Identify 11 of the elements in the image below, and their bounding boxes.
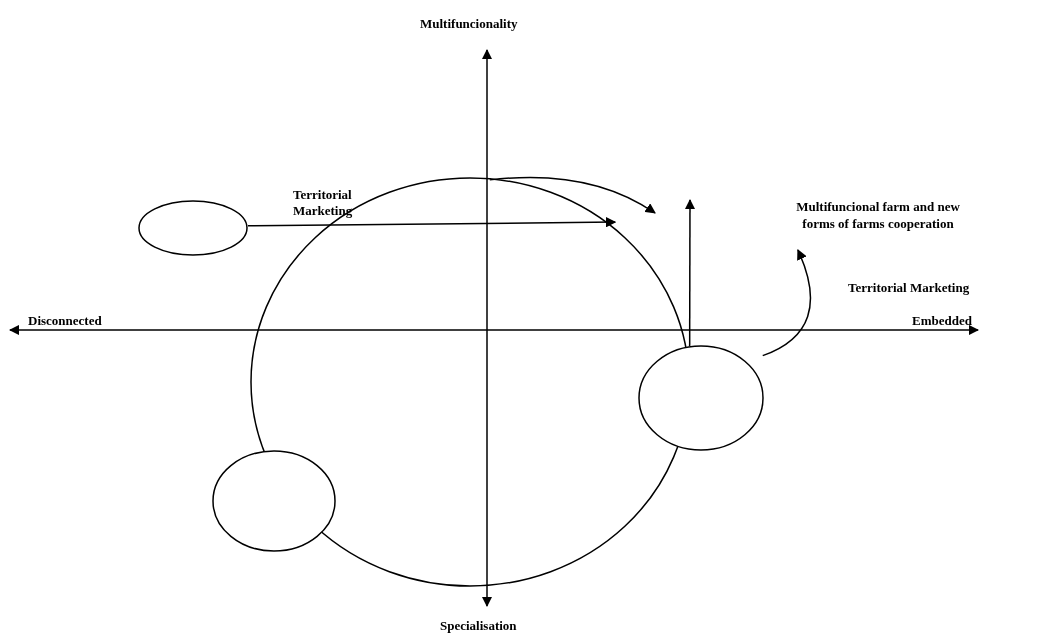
arrow-label: Territorial Marketing — [848, 280, 970, 296]
arrow — [762, 249, 812, 357]
edge-label: Territorial Marketing — [293, 187, 354, 219]
arrow — [247, 216, 617, 228]
axis-label: Specialisation — [440, 618, 517, 634]
arrow — [684, 198, 696, 347]
axis-label: Multifuncionality — [420, 16, 518, 32]
axis-label: Embedded — [912, 313, 972, 329]
node-text: Multifuncional farm and new forms of farms cooperation — [795, 198, 961, 232]
axis-label: Disconnected — [28, 313, 102, 329]
arrow — [489, 176, 656, 214]
